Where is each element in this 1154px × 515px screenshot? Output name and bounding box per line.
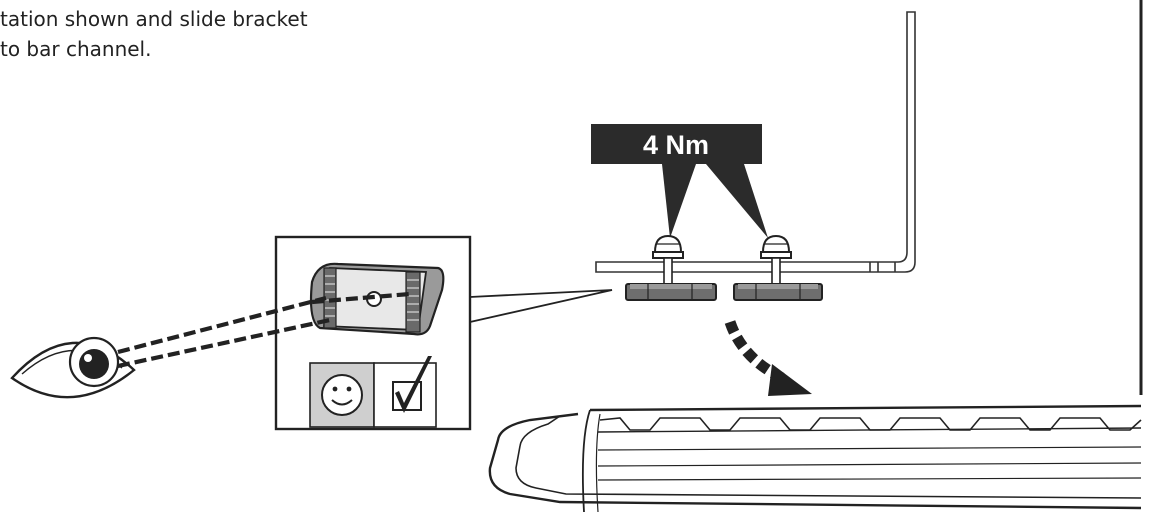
t-nut-right: [733, 283, 823, 301]
light-bar: [488, 404, 1142, 513]
bolt-left: [652, 234, 684, 285]
instruction-text: tation shown and slide bracket to bar ch…: [0, 4, 308, 64]
smiley-icon: [321, 374, 363, 416]
instruction-line-2: to bar channel.: [0, 37, 152, 61]
torque-pointer-left: [662, 164, 696, 238]
torque-callout: 4 Nm: [591, 124, 768, 238]
mounting-bracket: [595, 11, 916, 273]
confirm-cell: [373, 362, 437, 428]
instruction-line-1: tation shown and slide bracket: [0, 7, 308, 31]
torque-pointer-right: [706, 164, 768, 238]
t-nut-left: [625, 283, 717, 301]
torque-label-box: [591, 124, 762, 164]
checkmark-icon: [392, 356, 432, 413]
bolt-right: [760, 234, 792, 285]
curved-arrow-icon: [724, 320, 812, 396]
callout-leader: [469, 289, 613, 323]
sight-lines: [117, 291, 411, 369]
torque-label: 4 Nm: [643, 130, 709, 160]
detail-callout: [274, 235, 613, 431]
eye-icon: [10, 336, 136, 399]
